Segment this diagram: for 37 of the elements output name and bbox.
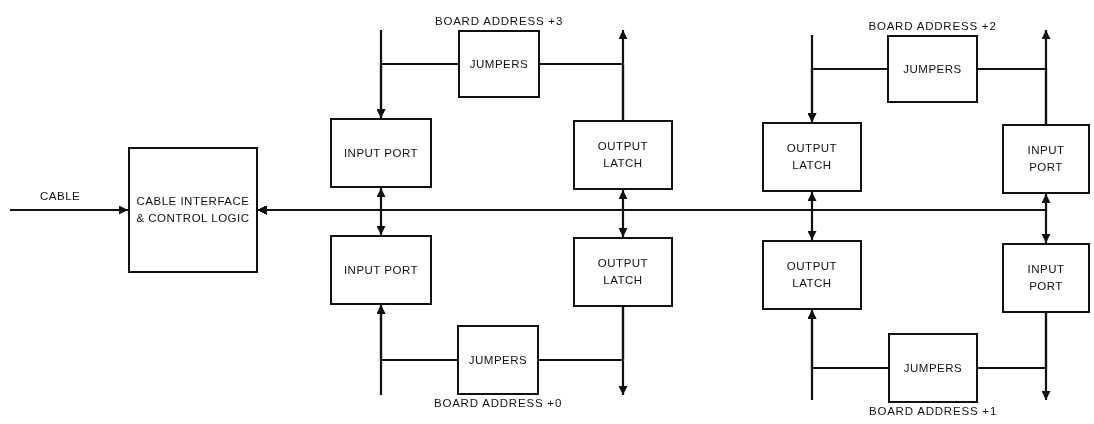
circuit-block (573, 237, 673, 307)
arrow (258, 205, 1051, 243)
block-label: INPUT PORT (342, 145, 420, 161)
arrow (618, 30, 628, 120)
block-label: CABLE INTERFACE & CONTROL LOGIC (135, 194, 251, 226)
block-label: JUMPERS (902, 360, 964, 376)
arrow (10, 205, 128, 215)
circuit-block (1002, 243, 1090, 313)
arrow (807, 310, 888, 370)
block-label: JUMPERS (468, 56, 530, 72)
circuit-block (330, 118, 432, 188)
circuit-block (128, 147, 258, 273)
block-label: INPUT PORT (342, 262, 420, 278)
circuit-block (762, 240, 862, 310)
arrow (376, 62, 458, 118)
circuit-block (573, 120, 673, 190)
address-label: BOARD ADDRESS +3 (434, 15, 564, 27)
circuit-block (1002, 124, 1090, 194)
block-label: INPUT PORT (1026, 143, 1066, 175)
block-label: JUMPERS (902, 61, 963, 77)
address-label: BOARD ADDRESS +1 (868, 405, 998, 417)
edge-label: CABLE (38, 190, 83, 202)
arrow (376, 305, 457, 362)
arrow (1041, 313, 1051, 400)
block-label: OUTPUT LATCH (596, 139, 650, 171)
block-label: INPUT PORT (1026, 262, 1066, 294)
arrow (1041, 30, 1051, 124)
block-label: OUTPUT LATCH (785, 141, 839, 173)
arrow (618, 307, 628, 395)
arrow (807, 67, 887, 122)
block-label: OUTPUT LATCH (785, 259, 839, 291)
circuit-block (762, 122, 862, 192)
block-label: OUTPUT LATCH (596, 256, 650, 288)
circuit-block (330, 235, 432, 305)
address-label: BOARD ADDRESS +2 (868, 20, 997, 32)
address-label: BOARD ADDRESS +0 (433, 397, 563, 409)
block-label: JUMPERS (467, 352, 529, 368)
